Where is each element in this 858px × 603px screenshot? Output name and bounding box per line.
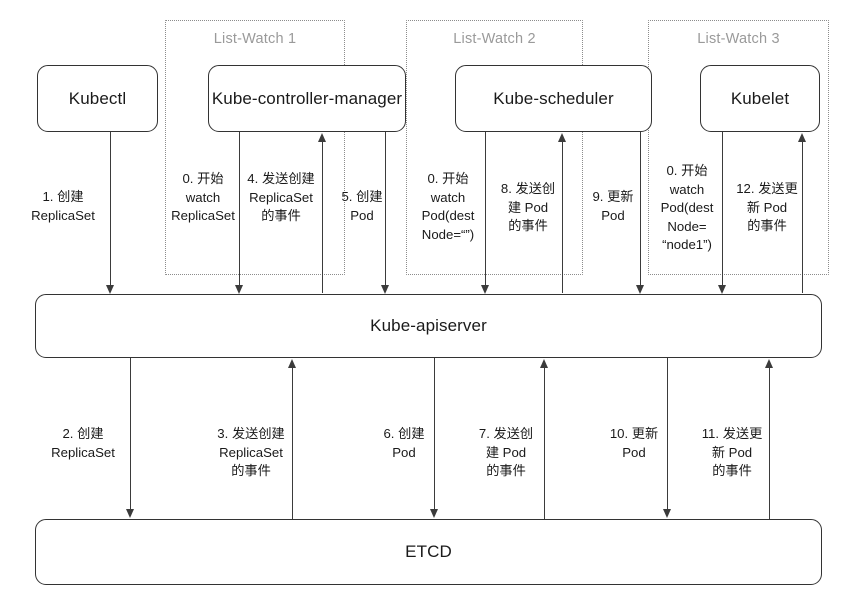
- arrow-line-0-watch-pod-unscheduled: [485, 132, 487, 286]
- arrow-line-8-send-create-pod-event: [562, 141, 564, 293]
- edge-label-8-send-create-pod-event: 8. 发送创 建 Pod 的事件: [500, 181, 556, 233]
- edge-label-6-create-pod: 6. 创建 Pod: [383, 426, 425, 460]
- arrow-line-3-send-replicaset-event: [292, 367, 294, 519]
- arrow-line-9-update-pod: [640, 132, 642, 286]
- edge-label-0-watch-replicaset: 0. 开始 watch ReplicaSet: [171, 171, 235, 223]
- edge-label-4-send-replicaset-event: 4. 发送创建 ReplicaSet 的事件: [247, 171, 315, 223]
- node-kube-controller-manager[interactable]: Kube-controller-manager: [208, 65, 406, 132]
- arrow-line-1-create-replicaset: [110, 132, 112, 286]
- arrow-line-0-watch-replicaset: [239, 132, 241, 286]
- arrow-line-5-create-pod: [385, 132, 387, 286]
- group-list-watch-1: List-Watch 1: [165, 20, 345, 275]
- node-kubectl-label: Kubectl: [68, 88, 127, 108]
- node-kube-controller-manager-label: Kube-controller-manager: [211, 88, 403, 108]
- arrow-head-0-watch-pod-unscheduled: [481, 285, 489, 294]
- node-kubectl[interactable]: Kubectl: [37, 65, 158, 132]
- arrow-line-12-send-update-pod-event: [802, 141, 804, 293]
- edge-label-5-create-pod: 5. 创建 Pod: [341, 189, 383, 223]
- arrow-head-0-watch-pod-node1: [718, 285, 726, 294]
- arrow-head-0-watch-replicaset: [235, 285, 243, 294]
- edge-label-0-watch-pod-unscheduled: 0. 开始 watch Pod(dest Node=“”): [421, 171, 475, 242]
- arrow-head-3-send-replicaset-event: [288, 359, 296, 368]
- arrow-head-4-send-replicaset-event: [318, 133, 326, 142]
- node-etcd[interactable]: ETCD: [35, 519, 822, 585]
- edge-label-2-create-replicaset: 2. 创建 ReplicaSet: [51, 426, 115, 460]
- arrow-line-7-send-create-pod-event: [544, 367, 546, 519]
- edge-label-1-create-replicaset: 1. 创建 ReplicaSet: [31, 189, 95, 223]
- node-kube-scheduler-label: Kube-scheduler: [493, 88, 614, 108]
- arrow-head-9-update-pod: [636, 285, 644, 294]
- arrow-head-5-create-pod: [381, 285, 389, 294]
- edge-label-9-update-pod: 9. 更新 Pod: [592, 189, 634, 223]
- edge-label-3-send-replicaset-event: 3. 发送创建 ReplicaSet 的事件: [217, 426, 285, 478]
- arrow-head-12-send-update-pod-event: [798, 133, 806, 142]
- arrow-line-10-update-pod: [667, 358, 669, 510]
- group-list-watch-3: List-Watch 3: [648, 20, 829, 275]
- node-etcd-label: ETCD: [405, 542, 452, 561]
- arrow-line-0-watch-pod-node1: [722, 132, 724, 286]
- arrow-line-4-send-replicaset-event: [322, 141, 324, 293]
- arrow-line-2-create-replicaset: [130, 358, 132, 510]
- edge-label-12-send-update-pod-event: 12. 发送更 新 Pod 的事件: [736, 181, 798, 233]
- group-list-watch-2: List-Watch 2: [406, 20, 583, 275]
- arrow-head-2-create-replicaset: [126, 509, 134, 518]
- edge-label-10-update-pod: 10. 更新 Pod: [609, 426, 659, 460]
- arrow-head-8-send-create-pod-event: [558, 133, 566, 142]
- edge-label-7-send-create-pod-event: 7. 发送创 建 Pod 的事件: [478, 426, 534, 478]
- arrow-head-11-send-update-pod-event: [765, 359, 773, 368]
- node-kube-scheduler[interactable]: Kube-scheduler: [455, 65, 652, 132]
- group-label-list-watch-1: List-Watch 1: [213, 31, 297, 47]
- arrow-head-1-create-replicaset: [106, 285, 114, 294]
- node-kubelet-label: Kubelet: [730, 88, 790, 108]
- group-label-list-watch-2: List-Watch 2: [453, 31, 536, 47]
- arrow-head-10-update-pod: [663, 509, 671, 518]
- node-kubelet[interactable]: Kubelet: [700, 65, 820, 132]
- edge-label-0-watch-pod-node1: 0. 开始 watch Pod(dest Node= “node1”): [660, 163, 714, 252]
- node-kube-apiserver[interactable]: Kube-apiserver: [35, 294, 822, 358]
- arrow-head-6-create-pod: [430, 509, 438, 518]
- node-kube-apiserver-label: Kube-apiserver: [370, 316, 487, 335]
- arrow-line-11-send-update-pod-event: [769, 367, 771, 519]
- arrow-head-7-send-create-pod-event: [540, 359, 548, 368]
- arrow-line-6-create-pod: [434, 358, 436, 510]
- group-label-list-watch-3: List-Watch 3: [697, 31, 780, 47]
- edge-label-11-send-update-pod-event: 11. 发送更 新 Pod 的事件: [701, 426, 763, 478]
